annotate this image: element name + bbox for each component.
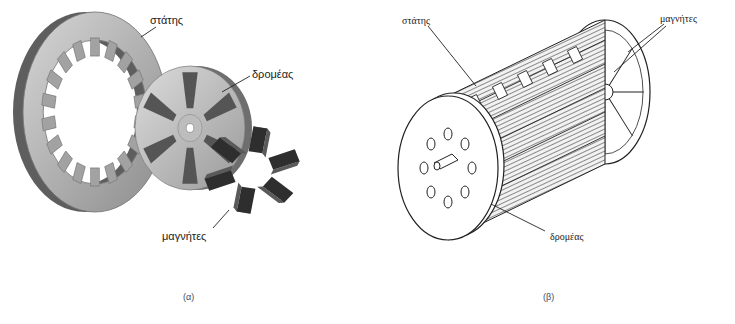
leader-lines — [141, 27, 250, 228]
part-label: στάτης — [402, 15, 430, 27]
label-holder: δρομέας — [550, 226, 583, 244]
magnet-set — [203, 126, 301, 213]
label-holder: μαγνήτες — [660, 8, 697, 26]
label-holder: στάτης — [402, 10, 430, 28]
label-holder: (α) — [183, 286, 194, 304]
front-rotor-disc — [398, 93, 504, 240]
leader-lines — [428, 24, 666, 231]
label-holder: (β) — [543, 286, 554, 304]
figure-caption: (α) — [183, 292, 194, 302]
part-label: μαγνήτες — [660, 13, 697, 25]
rotor-disc — [135, 66, 252, 190]
part-label: μαγνήτες — [162, 230, 206, 243]
label-holder: δρομέας — [252, 64, 293, 82]
part-label: στάτης — [150, 14, 183, 27]
figure-caption: (β) — [543, 292, 554, 302]
part-label: δρομέας — [252, 68, 293, 81]
label-holder: στάτης — [150, 10, 183, 28]
part-label: δρομέας — [550, 231, 583, 243]
label-holder: μαγνήτες — [162, 226, 206, 244]
